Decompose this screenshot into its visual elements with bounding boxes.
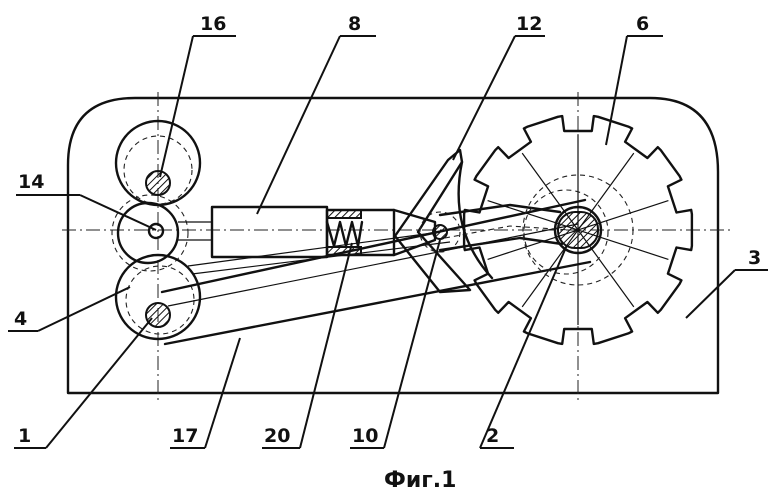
roller-16	[114, 119, 202, 207]
label-8: 8	[348, 13, 361, 35]
guide-rod	[187, 231, 441, 267]
label-20: 20	[264, 425, 290, 447]
label-14: 14	[18, 171, 44, 193]
label-17: 17	[172, 425, 198, 447]
label-6: 6	[636, 13, 649, 35]
label-1: 1	[18, 425, 31, 447]
label-10: 10	[352, 425, 378, 447]
roller-1	[114, 253, 202, 341]
roller-14	[111, 194, 189, 272]
leader-lines	[8, 35, 768, 449]
drive-wheel-6	[462, 114, 694, 346]
figure-caption: Фиг.1	[384, 468, 456, 493]
label-16: 16	[200, 13, 226, 35]
label-2: 2	[486, 425, 499, 447]
housing-plate	[66, 96, 720, 395]
pivot-10	[419, 211, 461, 253]
rod-8	[178, 205, 329, 259]
label-12: 12	[516, 13, 542, 35]
label-3: 3	[748, 247, 761, 269]
lever-12	[393, 148, 494, 294]
label-4: 4	[14, 308, 27, 330]
belt-17	[160, 198, 592, 346]
